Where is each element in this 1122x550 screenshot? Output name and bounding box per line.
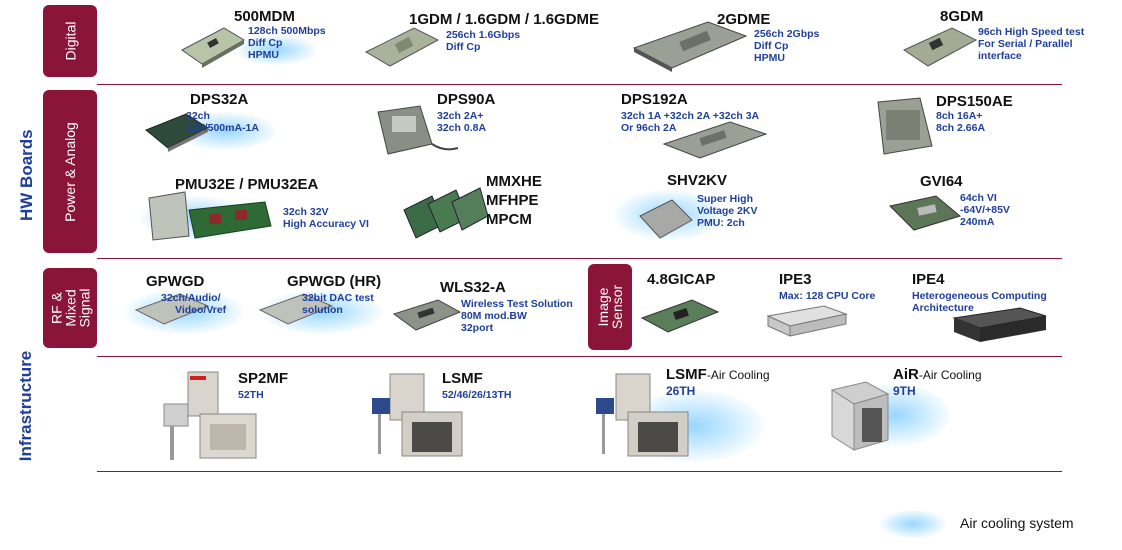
legend-label: Air cooling system xyxy=(960,515,1074,531)
product-dps150ae-name: DPS150AE xyxy=(936,93,1013,110)
section-tab-image-sensor: Image Sensor xyxy=(588,264,632,350)
product-ipe3-desc: Max: 128 CPU Core xyxy=(779,290,876,302)
product-dps90a-desc: 32ch 2A+ 32ch 0.8A xyxy=(437,110,487,134)
board-2gdme-image xyxy=(632,21,748,72)
product-lsmf-name: LSMF xyxy=(442,370,483,387)
separator-line xyxy=(97,258,1062,259)
section-tab-power-analog: Power & Analog xyxy=(43,90,97,253)
section-power-analog-label: Power & Analog xyxy=(62,121,78,222)
product-2gdme-desc: 256ch 2Gbps Diff Cp HPMU xyxy=(754,28,820,64)
board-gpwgdhr-image xyxy=(258,293,334,325)
product-gpwgd-name: GPWGD xyxy=(146,273,205,290)
board-gvi64-image xyxy=(888,195,962,231)
board-ipe4-image xyxy=(952,307,1047,342)
board-dps192a-image xyxy=(662,121,768,159)
board-dps32a-image xyxy=(145,113,210,152)
tester-lsmf-image xyxy=(372,373,463,457)
product-1gdm-desc: 256ch 1.6Gbps Diff Cp xyxy=(446,29,521,53)
product-ipe3-name: IPE3 xyxy=(779,271,812,288)
product-gvi64-name: GVI64 xyxy=(920,173,963,190)
section-tab-digital: Digital xyxy=(43,5,97,77)
product-lsmfair-desc: 26TH xyxy=(666,384,696,398)
product-ipe4-desc: Heterogeneous Computing Architecture xyxy=(912,290,1047,314)
product-gpwgd-desc: 32ch/Audio/ Video/Vref xyxy=(161,292,227,316)
product-shv2kv-name: SHV2KV xyxy=(667,172,728,189)
product-ipe4-name: IPE4 xyxy=(912,271,945,288)
board-1gdm-image xyxy=(364,27,440,67)
product-mmxhe-name: MMXHE MFHPE MPCM xyxy=(486,173,542,228)
product-pmu32e-desc: 32ch 32V High Accuracy VI xyxy=(283,206,369,230)
product-gpwgdhr-desc: 32bit DAC test solution xyxy=(302,292,374,316)
separator-line xyxy=(97,356,1062,357)
product-pmu32e-name: PMU32E / PMU32EA xyxy=(175,176,319,193)
board-wls32a-image xyxy=(392,299,462,331)
hw-boards-label: HW Boards xyxy=(17,129,36,221)
section-tab-rf-mixed: RF & Mixed Signal xyxy=(43,268,97,348)
product-gicap-name: 4.8GICAP xyxy=(647,271,716,288)
board-dps150ae-image xyxy=(877,97,933,155)
product-dps32a-desc: 32ch 12V/500mA-1A xyxy=(186,110,259,134)
legend-glow-swatch xyxy=(880,510,946,538)
tester-air-image xyxy=(830,381,890,451)
product-gvi64-desc: 64ch VI -64V/+85V 240mA xyxy=(960,192,1010,228)
section-image-sensor-label: Image Sensor xyxy=(595,284,626,330)
product-sp2mf-desc: 52TH xyxy=(238,389,264,401)
section-rf-mixed-label: RF & Mixed Signal xyxy=(47,288,92,328)
board-gicap-image xyxy=(640,299,720,333)
product-2gdme-name: 2GDME xyxy=(717,11,771,28)
product-1gdm-name: 1GDM / 1.6GDM / 1.6GDME xyxy=(409,11,600,28)
product-air-name: AiR-Air Cooling xyxy=(893,366,982,383)
tester-sp2mf-image xyxy=(163,371,257,460)
product-500mdm-name: 500MDM xyxy=(234,8,295,25)
tester-lsmf-air-image xyxy=(596,373,689,457)
board-shv2kv-image xyxy=(639,199,693,239)
board-pmu32e-image xyxy=(148,191,272,241)
section-digital-label: Digital xyxy=(62,21,78,61)
board-gpwgd-image xyxy=(134,293,210,325)
product-dps90a-name: DPS90A xyxy=(437,91,496,108)
separator-line xyxy=(97,84,1062,85)
air-cooling-glow xyxy=(236,35,316,65)
product-500mdm-desc: 128ch 500Mbps Diff Cp HPMU xyxy=(248,25,326,61)
product-8gdm-desc: 96ch High Speed test For Serial / Parall… xyxy=(978,26,1085,62)
infrastructure-label: Infrastructure xyxy=(16,350,35,462)
product-dps32a-name: DPS32A xyxy=(190,91,249,108)
board-dps90a-image xyxy=(377,105,459,155)
product-dps150ae-desc: 8ch 16A+ 8ch 2.66A xyxy=(936,110,986,134)
product-gpwgdhr-name: GPWGD (HR) xyxy=(287,273,382,290)
product-dps192a-desc: 32ch 1A +32ch 2A +32ch 3A Or 96ch 2A xyxy=(621,110,760,134)
board-ipe3-image xyxy=(766,305,848,337)
product-lsmfair-name: LSMF-Air Cooling xyxy=(666,366,770,383)
product-wls32a-desc: Wireless Test Solution 80M mod.BW 32port xyxy=(461,298,573,334)
product-air-desc: 9TH xyxy=(893,384,916,398)
separator-line xyxy=(97,471,1062,472)
product-dps192a-name: DPS192A xyxy=(621,91,688,108)
product-wls32a-name: WLS32-A xyxy=(440,279,506,296)
product-lsmf-desc: 52/46/26/13TH xyxy=(442,389,512,401)
board-500mdm-image xyxy=(181,27,245,68)
board-mmxhe-image xyxy=(403,187,489,239)
product-shv2kv-desc: Super High Voltage 2KV PMU: 2ch xyxy=(697,193,758,229)
product-sp2mf-name: SP2MF xyxy=(238,370,289,387)
board-8gdm-image xyxy=(902,27,978,67)
product-8gdm-name: 8GDM xyxy=(940,8,984,25)
